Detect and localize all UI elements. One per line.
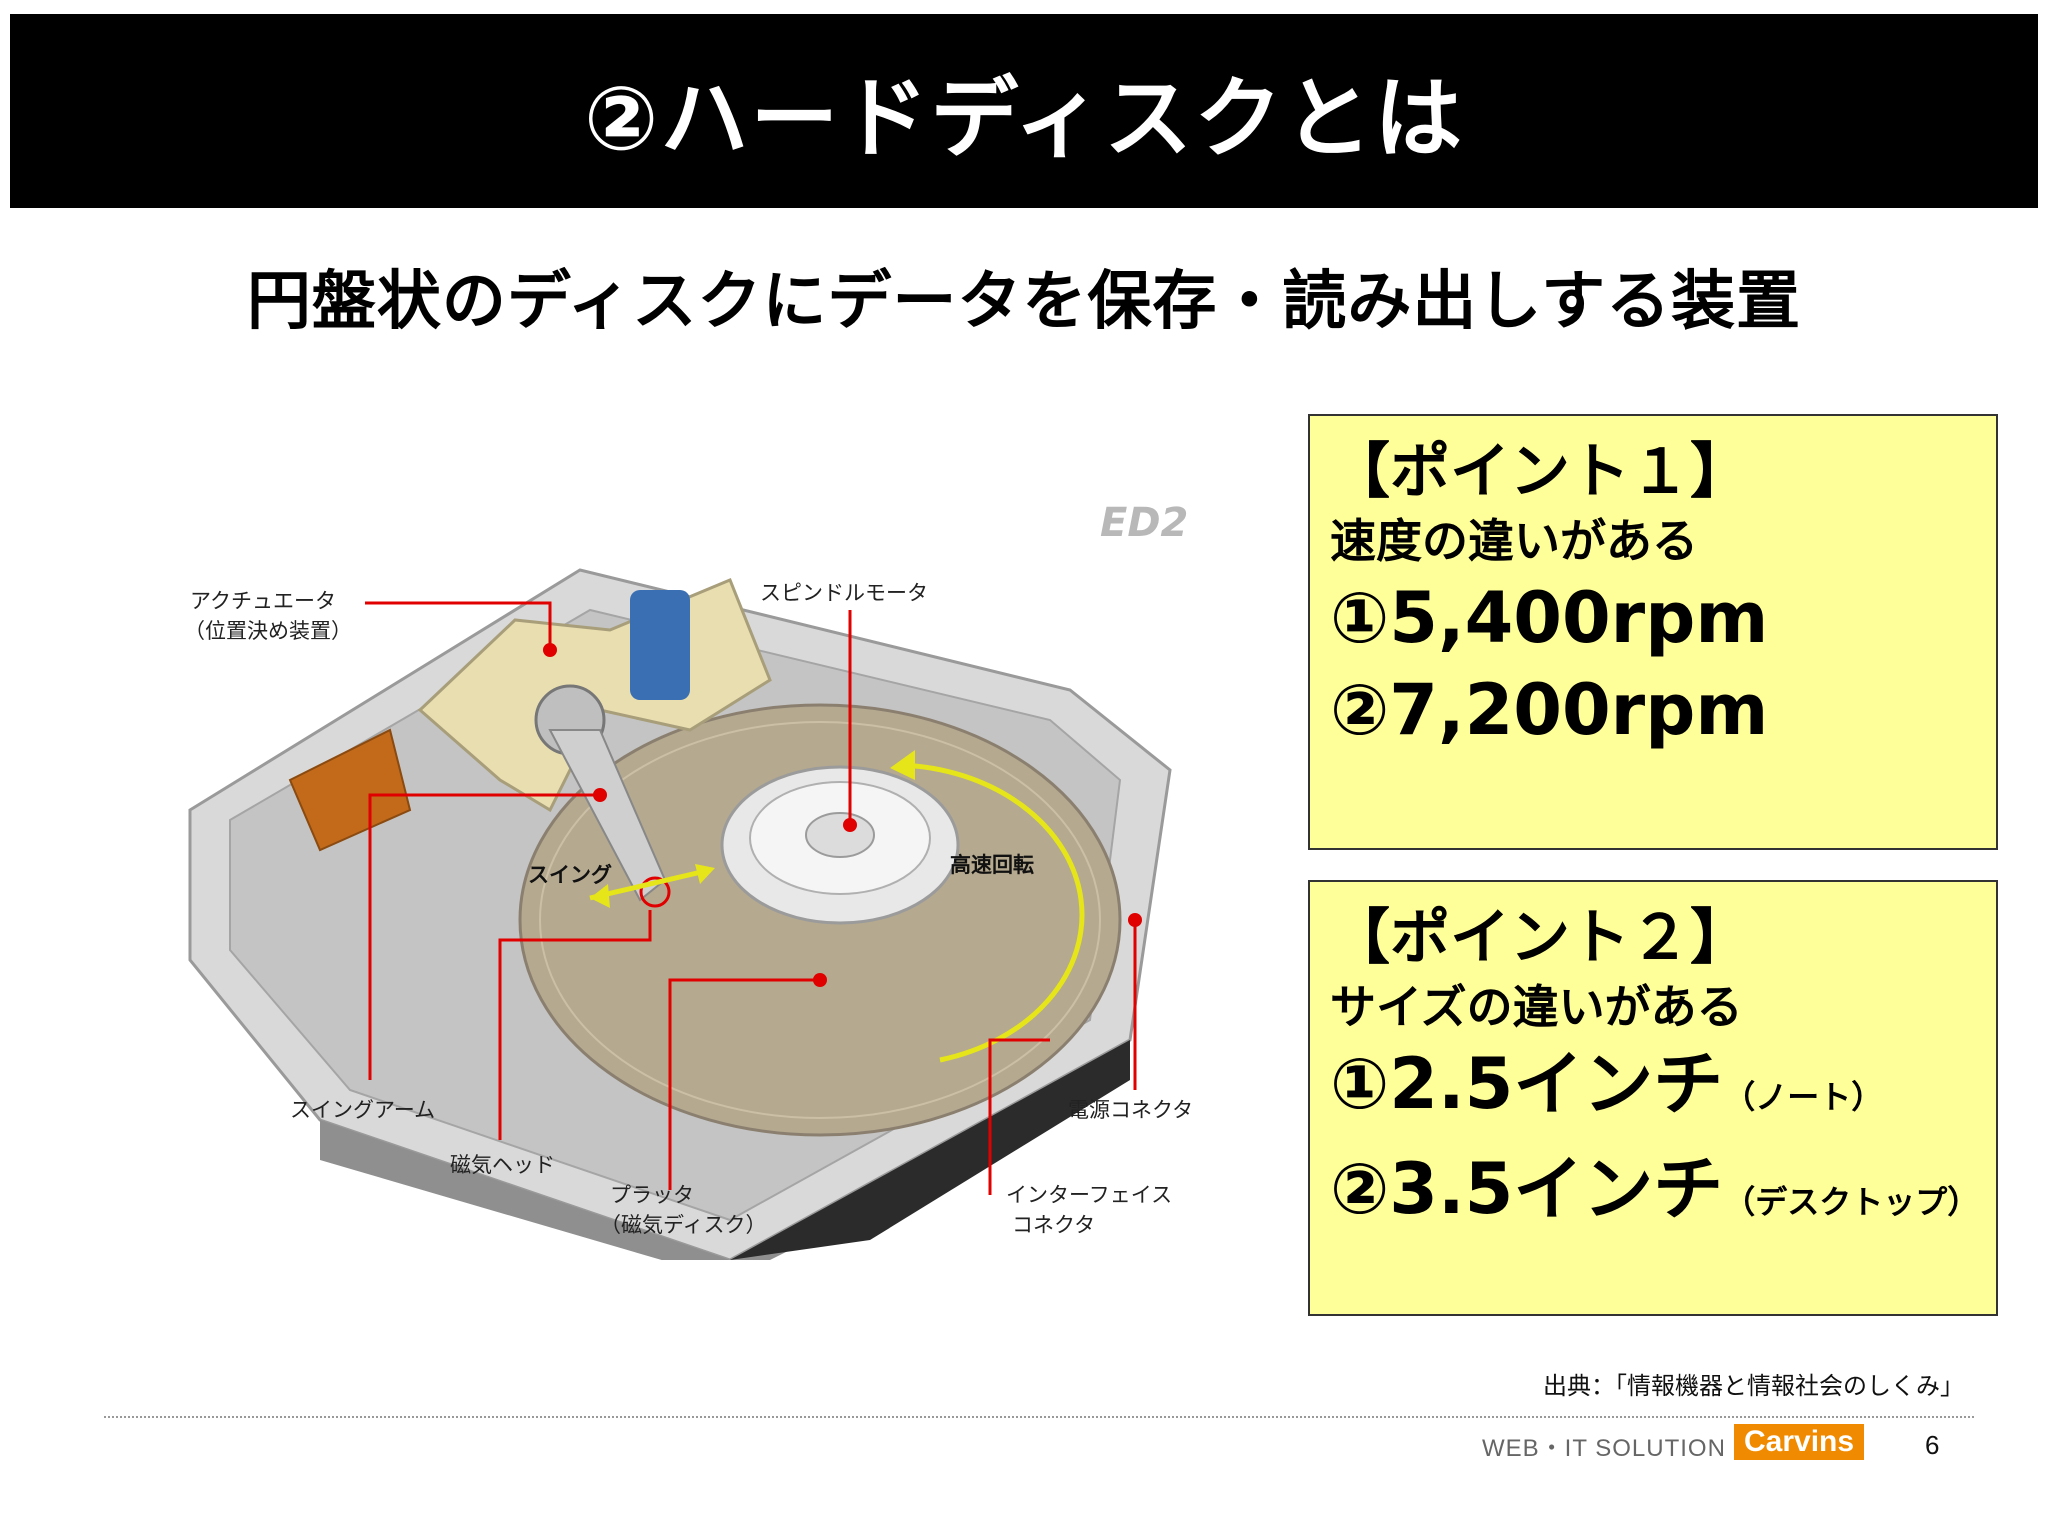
point2-item1: ①2.5インチ（ノート） xyxy=(1330,1038,1976,1143)
point1-item1: ①5,400rpm xyxy=(1330,577,1769,659)
leader-dots xyxy=(543,643,1142,987)
point2-item1-note: （ノート） xyxy=(1723,1078,1884,1116)
watermark-logo: ED2 xyxy=(1100,500,1189,546)
rotation-arrowhead xyxy=(890,750,915,780)
label-interface: インターフェイス xyxy=(1006,1183,1173,1207)
flex-cable xyxy=(288,728,412,852)
label-spindle-motor: スピンドルモータ xyxy=(760,581,928,605)
label-power-connector: 電源コネクタ xyxy=(1068,1098,1194,1122)
point1-item2: ②7,200rpm xyxy=(1330,669,1769,751)
hdd-chassis-side xyxy=(320,1040,1130,1260)
head-marker xyxy=(639,876,671,908)
label-actuator-sub: （位置決め装置） xyxy=(184,619,352,643)
rotation-arrow xyxy=(899,762,1085,1063)
point2-item2: ②3.5インチ（デスクトップ） xyxy=(1330,1143,1980,1248)
point2-item2-main: ②3.5インチ xyxy=(1330,1148,1724,1230)
point2-item2-note: （デスクトップ） xyxy=(1723,1183,1980,1221)
label-platter-sub: （磁気ディスク） xyxy=(600,1213,767,1237)
point2-subtitle: サイズの違いがある xyxy=(1330,980,1743,1034)
title-bar: ②ハードディスクとは xyxy=(10,14,2038,208)
slide-title: ②ハードディスクとは xyxy=(583,66,1465,170)
platter-ring xyxy=(539,721,1101,1119)
point1-subtitle: 速度の違いがある xyxy=(1330,514,1698,568)
hdd-illustration xyxy=(188,568,1172,1260)
actuator-magnet xyxy=(630,590,690,700)
swing-arrow xyxy=(589,867,711,901)
point1-heading: 【ポイント１】 xyxy=(1330,437,1750,507)
spindle-center xyxy=(805,812,875,858)
point2-heading: 【ポイント２】 xyxy=(1330,903,1750,973)
leader-lines xyxy=(365,601,1137,1195)
label-magnetic-head: 磁気ヘッド xyxy=(450,1153,555,1177)
label-high-speed: 高速回転 xyxy=(950,853,1034,877)
point2-box: 【ポイント２】 サイズの違いがある ①2.5インチ（ノート） ②3.5インチ（デ… xyxy=(1308,880,1998,1316)
point1-box: 【ポイント１】 速度の違いがある ①5,400rpm ②7,200rpm xyxy=(1308,414,1998,850)
swing-arrowhead-right xyxy=(695,864,715,884)
label-actuator: アクチュエータ xyxy=(190,589,336,613)
hdd-diagram: ED2 アクチュエータ （位置決め装置） スピンドルモータ スイング 高速回転 … xyxy=(170,480,1250,1260)
footer-logo: Carvins xyxy=(1734,1424,1865,1460)
citation: 出典：「情報機器と情報社会のしくみ」 xyxy=(1543,1372,1964,1400)
slide-subtitle: 円盤状のディスクにデータを保存・読み出しする装置 xyxy=(246,265,1802,339)
hdd-connector-strip xyxy=(730,1040,1130,1260)
label-swing-arm: スイングアーム xyxy=(290,1098,436,1122)
swing-arrowhead-left xyxy=(590,884,610,908)
point2-item1-main: ①2.5インチ xyxy=(1330,1043,1724,1125)
label-interface-sub: コネクタ xyxy=(1012,1213,1096,1237)
label-platter: プラッタ xyxy=(610,1183,694,1207)
label-swing: スイング xyxy=(528,863,612,887)
page-number: 6 xyxy=(1925,1430,1940,1460)
footer-divider xyxy=(104,1416,1974,1418)
footer-web-text: WEB・IT SOLUTION xyxy=(1482,1435,1726,1462)
